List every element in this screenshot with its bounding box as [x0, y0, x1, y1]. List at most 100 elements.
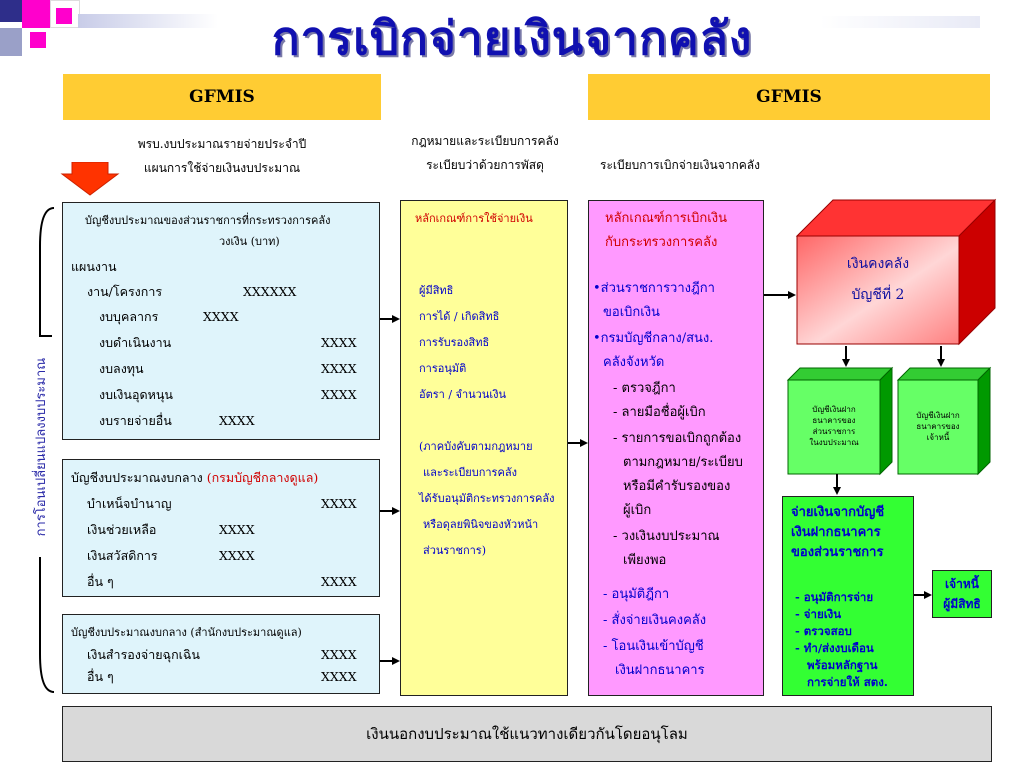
arrow-box1-to-yellow [380, 318, 392, 320]
box1-unit: วงเงิน (บาท) [219, 235, 280, 248]
pink-header-1: หลักเกณฑ์การเบิกเงิน [605, 211, 727, 226]
arrow-payment-to-creditor [914, 594, 924, 596]
withdrawal-criteria-box: หลักเกณฑ์การเบิกเงิน กับกระทรวงการคลัง •… [588, 200, 764, 696]
caption-left-1: พรบ.งบประมาณรายจ่ายประจำปี [137, 137, 307, 151]
decor-square-5 [30, 32, 46, 48]
gbox1-line-2: ธนาคารของ [812, 416, 856, 425]
yellow-line-8: ได้รับอนุมัติกระทรวงการคลัง [419, 492, 555, 505]
box1-subsidy: งบเงินอุดหนุน [99, 387, 173, 402]
gfmis-left-header: GFMIS [63, 74, 381, 120]
gbox2-line-1: บัญชีเงินฝาก [916, 411, 960, 420]
yellow-line-2: การได้ / เกิดสิทธิ [419, 310, 500, 323]
arrowhead-icon [924, 591, 932, 599]
box2-welfare: เงินสวัสดิการ [87, 548, 158, 563]
non-budget-note-bar: เงินนอกงบประมาณใช้แนวทางเดียวกันโดยอนุโล… [62, 706, 992, 762]
agency-payment-box: จ่ายเงินจากบัญชี เงินฝากธนาคาร ของส่วนรา… [782, 496, 914, 696]
gbox2-label: บัญชีเงินฝาก ธนาคารของ เจ้าหนี้ [898, 410, 978, 443]
arrow-cube-to-gbox1 [845, 346, 847, 360]
arrowhead-icon [788, 291, 796, 299]
creditor-bank-account-cube [896, 366, 992, 476]
arrow-gbox1-to-payment [836, 474, 838, 488]
box1-investment-value: XXXX [321, 361, 357, 376]
box3-reserve: เงินสำรองจ่ายฉุกเฉิน [87, 647, 200, 662]
box1-plan: แผนงาน [71, 259, 117, 274]
decor-square-6 [56, 8, 72, 24]
pink-line-15: - โอนเงินเข้าบัญชี [603, 639, 704, 654]
caption-mid-2: ระเบียบว่าด้วยการพัสดุ [426, 158, 544, 172]
gbox2-line-2: ธนาคารของ [916, 422, 960, 431]
yellow-line-5: อัตรา / จำนวนเงิน [419, 388, 507, 401]
bigG-line-4: - ทำ/ส่งงบเดือน [795, 641, 874, 655]
bigG-line-6: การจ่ายให้ สตง. [807, 675, 888, 689]
caption-right: ระเบียบการเบิกจ่ายเงินจากคลัง [600, 158, 760, 172]
box2-pension-value: XXXX [321, 496, 357, 511]
bottom-note: เงินนอกงบประมาณใช้แนวทางเดียวกันโดยอนุโล… [366, 725, 688, 743]
bigG-line-1: - อนุมัติการจ่าย [795, 590, 874, 604]
arrowhead-icon [937, 359, 945, 367]
box1-project: งาน/โครงการ [87, 284, 163, 299]
arrow-cube-to-gbox2 [940, 346, 942, 360]
yellow-line-9: หรือดุลยพินิจของหัวหน้า [423, 518, 539, 531]
arrowhead-icon [842, 359, 850, 367]
box2-header-text: บัญชีงบประมาณงบกลาง [71, 470, 203, 485]
arrowhead-icon [833, 487, 841, 495]
creditor-box: เจ้าหนี้ ผู้มีสิทธิ [932, 570, 992, 618]
decor-bar [78, 14, 218, 28]
ministry-budget-account-box: บัญชีงบประมาณของส่วนราชการที่กระทรวงการค… [62, 202, 380, 440]
pink-line-13: - อนุมัติฎีกา [603, 587, 670, 602]
box3-reserve-value: XXXX [321, 647, 357, 662]
pink-line-10: ผู้เบิก [623, 503, 652, 518]
yellow-line-4: การอนุมัติ [419, 362, 467, 375]
arrowhead-icon [392, 657, 400, 665]
gfmis-right-header: GFMIS [588, 74, 990, 120]
caption-mid-1: กฎหมายและระเบียบการคลัง [411, 134, 559, 148]
gbox1-line-4: ในงบประมาณ [809, 438, 859, 447]
caption-left-2: แผนการใช้จ่ายเงินงบประมาณ [143, 161, 301, 175]
box1-other: งบรายจ่ายอื่น [99, 413, 172, 428]
box3-misc-value: XXXX [321, 669, 357, 684]
bigG-header-3: ของส่วนราชการ [791, 545, 884, 560]
pink-line-11: - วงเงินงบประมาณ [613, 529, 720, 544]
pink-line-12: เพียงพอ [623, 553, 667, 568]
decor-square-3 [0, 28, 22, 56]
bigG-header-1: จ่ายเงินจากบัญชี [791, 505, 885, 520]
yellow-line-3: การรับรองสิทธิ [419, 336, 490, 349]
box3-misc: อื่น ๆ [87, 669, 114, 684]
pink-line-2: ขอเบิกเงิน [603, 305, 660, 320]
box2-header: บัญชีงบประมาณงบกลาง (กรมบัญชีกลางดูแล) [71, 468, 318, 488]
box2-aid: เงินช่วยเหลือ [87, 522, 157, 537]
creditor-line-1: เจ้าหนี้ [945, 577, 979, 591]
box2-welfare-value: XXXX [219, 548, 255, 563]
box2-aid-value: XXXX [219, 522, 255, 537]
arrow-yellow-to-pink [568, 442, 580, 444]
box1-subsidy-value: XXXX [321, 387, 357, 402]
pink-line-7: - รายการขอเบิกถูกต้อง [613, 431, 742, 446]
bigG-line-5: พร้อมหลักฐาน [807, 658, 878, 672]
decor-square-2 [22, 0, 50, 28]
arrow-box3-to-yellow [380, 660, 392, 662]
bigG-header-2: เงินฝากธนาคาร [791, 525, 881, 540]
arrow-pink-to-cube [764, 294, 788, 296]
box1-investment: งบลงทุน [99, 361, 144, 376]
pink-line-5: - ตรวจฎีกา [613, 381, 676, 396]
pink-line-6: - ลายมือชื่อผู้เบิก [613, 405, 706, 420]
box1-other-value: XXXX [219, 413, 255, 428]
box1-project-value: XXXXXX [243, 284, 297, 299]
arrowhead-icon [580, 439, 588, 447]
box1-personnel-value: XXXX [203, 309, 239, 324]
yellow-line-6: (ภาคบังคับตามกฎหมาย [419, 440, 533, 453]
creditor-line-2: ผู้มีสิทธิ [943, 597, 981, 611]
treasury-cube-shape [795, 198, 997, 346]
arrow-box2-to-yellow [380, 510, 392, 512]
yellow-line-10: ส่วนราชการ) [423, 544, 486, 557]
spending-criteria-box: หลักเกณฑ์การใช้จ่ายเงิน ผู้มีสิทธิ การได… [400, 200, 568, 696]
pink-line-8: ตามกฎหมาย/ระเบียบ [623, 455, 743, 470]
pink-line-9: หรือมีคำรับรองของ [623, 479, 731, 494]
yellow-header: หลักเกณฑ์การใช้จ่ายเงิน [415, 212, 533, 225]
decor-bar-right [820, 16, 980, 28]
treasury-cube-line-2: บัญชีที่ 2 [851, 287, 905, 303]
pink-header-2: กับกระทรวงการคลัง [605, 235, 718, 250]
gbox1-line-3: ส่วนราชการ [812, 427, 856, 436]
box2-misc-value: XXXX [321, 574, 357, 589]
pink-line-16: เงินฝากธนาคาร [615, 663, 705, 678]
